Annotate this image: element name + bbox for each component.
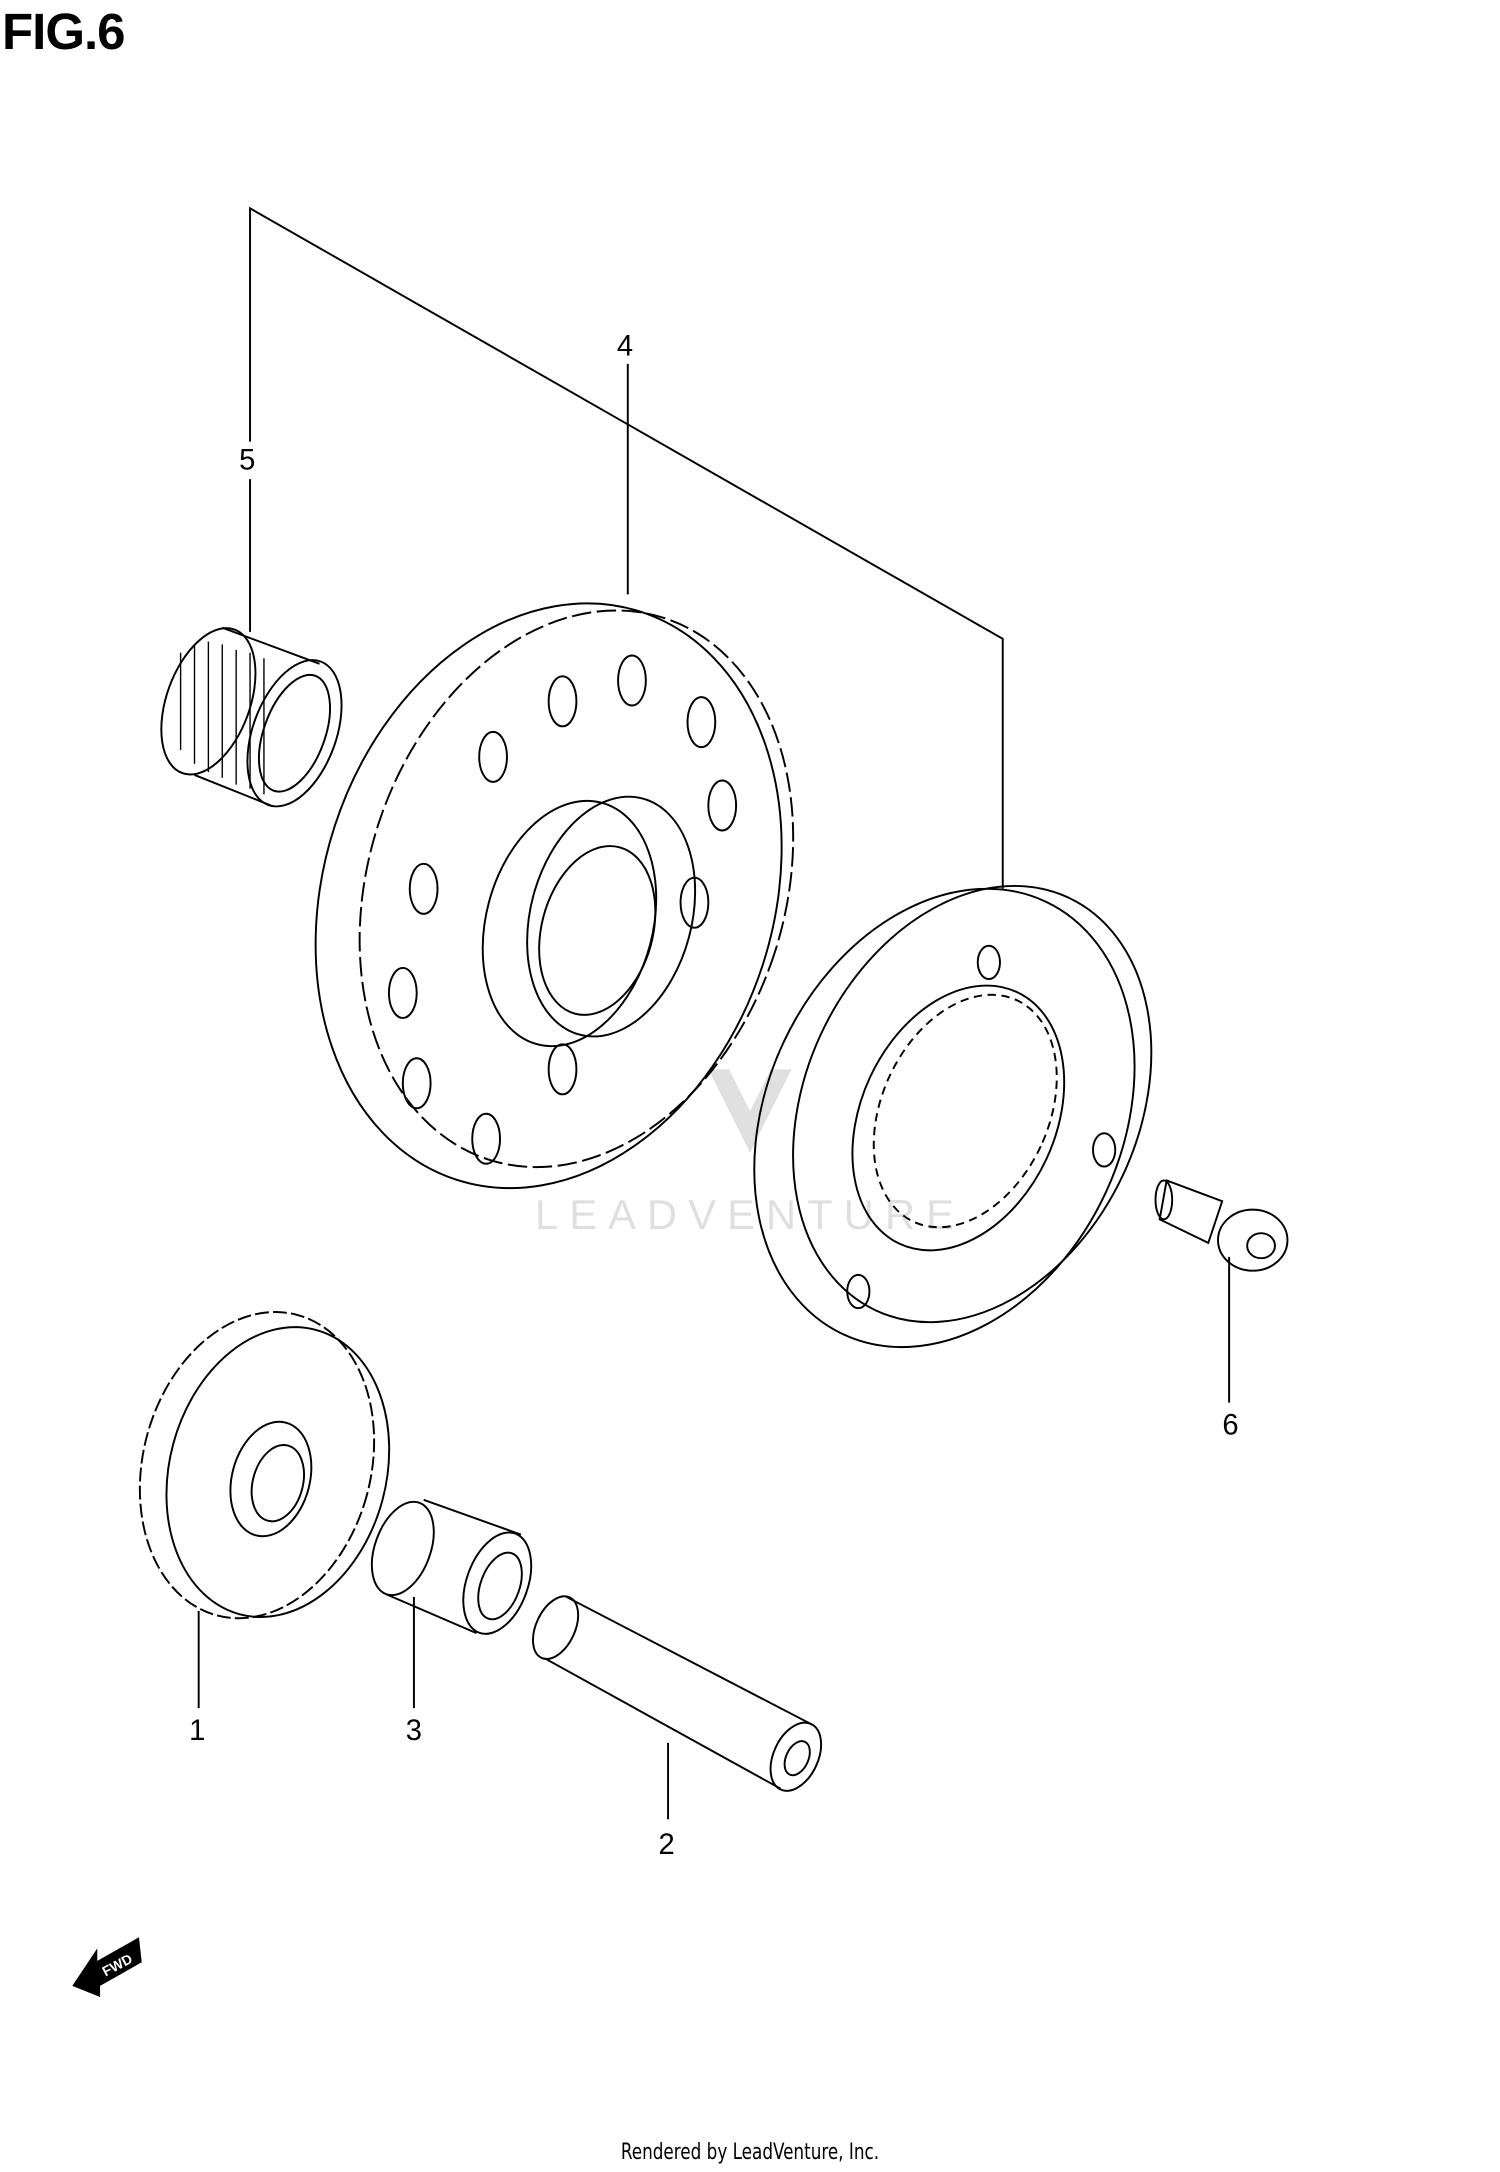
callout-1: 1	[189, 1715, 205, 1747]
starter-idle-gear-part-1[interactable]	[107, 1285, 421, 1644]
spacer-part-3[interactable]	[360, 1493, 544, 1643]
watermark: LEADVENTURE	[535, 1069, 965, 1238]
shaft-part-2[interactable]	[524, 1589, 831, 1799]
callout-3: 3	[406, 1715, 422, 1747]
callout-2: 2	[659, 1829, 675, 1861]
callout-4: 4	[617, 331, 633, 363]
footer-credit: Rendered by LeadVenture, Inc.	[620, 2140, 880, 2165]
svg-text:LEADVENTURE: LEADVENTURE	[535, 1191, 965, 1238]
one-way-clutch[interactable]	[682, 826, 1219, 1409]
assembly-bracket-line	[197, 206, 1231, 1820]
callout-6: 6	[1222, 1410, 1238, 1442]
starter-driven-gear-part-4[interactable]	[242, 542, 862, 1249]
forward-arrow-icon: FWD	[72, 1937, 142, 1998]
figure-title: FIG.6	[2, 3, 126, 60]
callout-5: 5	[239, 444, 255, 476]
bolt-part-6[interactable]	[1154, 1179, 1289, 1272]
needle-bearing-part-5[interactable]	[143, 615, 360, 819]
